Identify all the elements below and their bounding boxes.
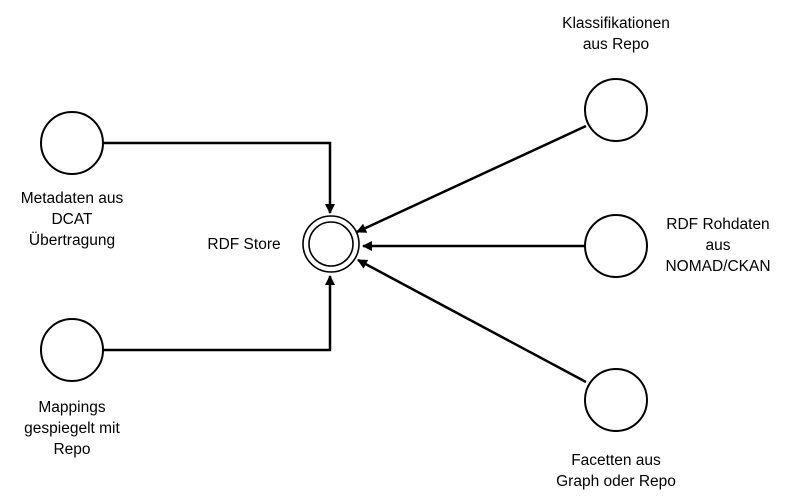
label-rdf-store: RDF Store <box>196 234 292 255</box>
node-rohdaten-circle <box>584 214 648 278</box>
label-facetten-line-2: Graph oder Repo <box>556 473 676 490</box>
label-metadaten-line-3: Übertragung <box>28 232 116 249</box>
label-mappings-line-1: Mappings <box>38 399 106 416</box>
label-rohdaten-line-3: NOMAD/CKAN <box>665 258 771 275</box>
label-rohdaten: RDF Rohdaten aus NOMAD/CKAN <box>648 214 788 277</box>
edge-mappings-to-rdf-store <box>104 275 335 352</box>
label-klassifikationen-line-2: aus Repo <box>582 36 650 53</box>
node-klassifikationen-circle <box>584 78 648 142</box>
label-rdf-store-text: RDF Store <box>207 236 281 253</box>
label-metadaten-line-1: Metadaten aus <box>20 190 124 207</box>
label-rohdaten-line-1: RDF Rohdaten <box>666 216 770 233</box>
label-facetten-line-1: Facetten aus <box>571 452 661 469</box>
label-klassifikationen-line-1: Klassifikationen <box>562 15 670 32</box>
label-mappings-line-2: gespiegelt mit <box>24 420 120 437</box>
edge-klassifikationen-to-rdf-store <box>356 124 587 234</box>
node-metadaten-circle <box>40 111 104 175</box>
edge-facetten-to-rdf-store <box>357 258 587 384</box>
label-mappings-line-3: Repo <box>53 441 91 458</box>
label-klassifikationen: Klassifikationen aus Repo <box>531 13 701 55</box>
label-facetten: Facetten aus Graph oder Repo <box>531 450 701 492</box>
node-mappings-circle <box>40 318 104 382</box>
label-rohdaten-line-2: aus <box>705 237 731 254</box>
edge-metadaten-to-rdf-store <box>104 141 335 214</box>
label-metadaten-line-2: DCAT <box>51 211 93 228</box>
label-metadaten: Metadaten aus DCAT Übertragung <box>2 188 142 251</box>
label-mappings: Mappings gespiegelt mit Repo <box>2 397 142 460</box>
node-facetten-circle <box>584 368 648 432</box>
node-rdf-store-circle <box>302 215 360 273</box>
